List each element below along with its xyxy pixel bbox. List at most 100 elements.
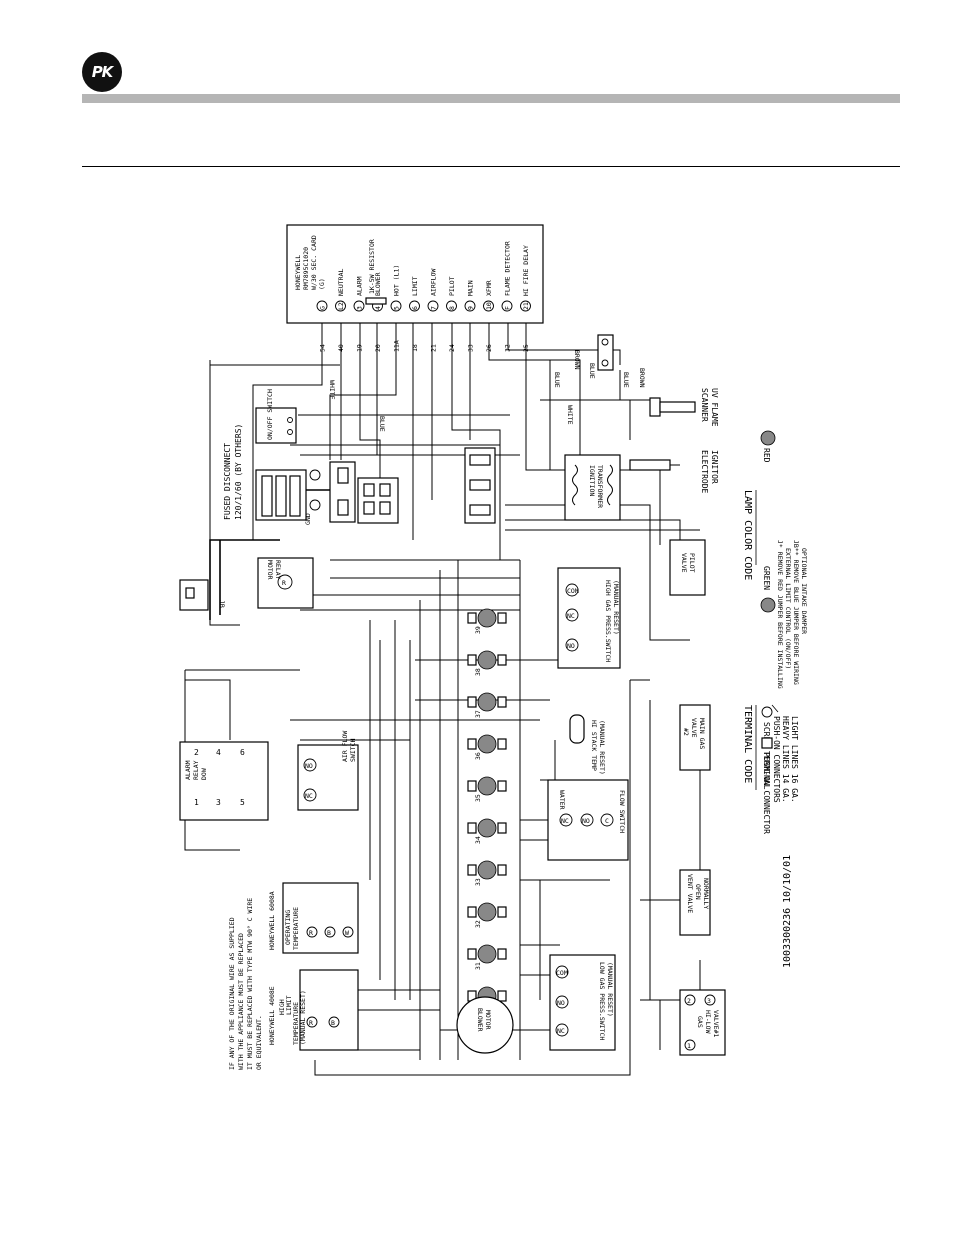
control-terminal-number: L2 <box>337 302 345 310</box>
indicator-lamp-icon <box>477 734 497 754</box>
svg-text:VENT VALVE: VENT VALVE <box>686 874 694 913</box>
uv-scanner-label: UV FLAME SCANNER <box>700 388 719 427</box>
control-terminal <box>483 300 494 312</box>
lamp-wire-number: 33 <box>474 878 482 886</box>
svg-text:BLOWER: BLOWER <box>476 1008 484 1032</box>
svg-text:TEMPERATURE: TEMPERATURE <box>292 1002 300 1045</box>
lamp-wire-number: 36 <box>474 752 482 760</box>
wire-number: 25 <box>522 344 530 352</box>
svg-text:NO: NO <box>567 642 575 650</box>
wire-number: 21 <box>430 344 438 352</box>
green-lamp-icon <box>760 597 776 613</box>
header-rule <box>82 166 900 167</box>
svg-text:OR EQUIVALENT.: OR EQUIVALENT. <box>255 1015 263 1070</box>
push-on-connector <box>497 738 507 750</box>
svg-text:J* REMOVE RED JUMPER BEFORE IN: J* REMOVE RED JUMPER BEFORE INSTALLING <box>776 540 784 689</box>
part-number: 1003300236 <box>782 908 793 968</box>
svg-text:LOW GAS PRESS.SWITCH: LOW GAS PRESS.SWITCH <box>598 962 606 1040</box>
resistor-label: 1K-5W RESISTOR <box>368 239 376 294</box>
push-on-connector <box>467 864 477 876</box>
push-on-connector <box>497 990 507 1002</box>
control-terminal-number: 8 <box>448 306 456 310</box>
control-terminal-number: 10 <box>485 302 493 310</box>
svg-text:FLOW SWITCH: FLOW SWITCH <box>618 790 626 833</box>
vent-valve: NORMALLY OPEN VENT VALVE <box>679 869 711 936</box>
push-on-connector <box>467 654 477 666</box>
wire-number: 40 <box>337 344 345 352</box>
push-on-connector <box>467 738 477 750</box>
svg-text:MOTOR: MOTOR <box>484 1010 492 1030</box>
svg-text:RELAY: RELAY <box>192 760 200 780</box>
svg-text:MOTOR: MOTOR <box>266 560 274 580</box>
control-terminal <box>446 300 457 312</box>
terminal-blocks <box>329 447 496 524</box>
wire-number: 19 <box>356 344 364 352</box>
air-flow-switch[interactable]: NO NC AIR FLOW SWITCH <box>297 731 359 811</box>
ignitor-electrode-label: IGNITOR ELECTRODE <box>700 450 719 494</box>
svg-text:4: 4 <box>216 748 221 757</box>
svg-text:GAS: GAS <box>696 1016 704 1028</box>
resistor <box>365 297 387 305</box>
svg-text:GREEN: GREEN <box>762 566 771 590</box>
water-flow-switch[interactable]: NC NO C WATER FLOW SWITCH <box>547 779 629 861</box>
svg-text:NC: NC <box>557 1027 565 1035</box>
svg-text:RED: RED <box>762 448 771 463</box>
wire-number: 26 <box>485 344 493 352</box>
svg-text:HIGH: HIGH <box>278 999 286 1015</box>
indicator-lamp-icon <box>477 692 497 712</box>
wire-number: 11A <box>393 340 401 352</box>
control-terminal-label: XFMR <box>485 280 493 296</box>
control-terminal <box>409 300 420 312</box>
svg-text:ELECTRODE: ELECTRODE <box>700 450 709 494</box>
svg-text:PILOT: PILOT <box>688 553 696 573</box>
control-terminal-label: BLOWER <box>374 272 382 296</box>
control-terminal-label: NEUTRAL <box>337 269 345 296</box>
svg-text:TEMPERATURE: TEMPERATURE <box>292 907 300 950</box>
svg-text:R: R <box>282 579 286 587</box>
control-terminal-number: 9 <box>467 306 475 310</box>
svg-text:2: 2 <box>194 748 199 757</box>
on-off-switch[interactable]: ON/OFF SWITCH <box>255 389 297 444</box>
svg-text:120/1/60 (BY OTHERS): 120/1/60 (BY OTHERS) <box>234 424 243 520</box>
svg-text:UV FLAME: UV FLAME <box>710 388 719 427</box>
svg-text:PUSH-ON CONNECTORS: PUSH-ON CONNECTORS <box>772 716 781 803</box>
svg-text:NC: NC <box>567 612 575 620</box>
header-bar <box>82 94 900 103</box>
wire-number: 18 <box>411 344 419 352</box>
svg-text:B: B <box>327 929 331 937</box>
control-terminal-label: HOT (L1) <box>393 265 401 296</box>
pilot-valve: PILOT VALVE <box>669 539 706 596</box>
push-on-connector <box>497 906 507 918</box>
svg-text:OPEN: OPEN <box>694 884 702 900</box>
svg-text:FUSED DISCONNECT: FUSED DISCONNECT <box>223 443 232 520</box>
control-terminal-label: LIMIT <box>411 276 419 296</box>
wire-number: 32 <box>504 344 512 352</box>
terminal-code-legend: TERMINAL CODE SCREW TERMINAL PUSH-ON CON… <box>742 704 799 834</box>
svg-text:HI-LOW: HI-LOW <box>704 1010 712 1034</box>
indicator-lamp-icon <box>477 902 497 922</box>
push-on-connector <box>467 696 477 708</box>
low-gas-pressure-switch[interactable]: COM NO NC LOW GAS PRESS.SWITCH (MANUAL R… <box>549 954 616 1051</box>
high-gas-pressure-switch[interactable]: COM NC NO HIGH GAS PRESS.SWITCH (MANUAL … <box>557 567 621 669</box>
control-terminal <box>316 300 328 312</box>
svg-text:PUSH-ON CONNECTOR: PUSH-ON CONNECTOR <box>762 752 771 834</box>
svg-text:EXTERNAL LIMIT CONTROL (ON/OFF: EXTERNAL LIMIT CONTROL (ON/OFF) <box>784 548 792 669</box>
svg-text:B: B <box>331 1019 335 1027</box>
push-on-connector <box>467 780 477 792</box>
uv-scanner-terminals: BROWN BLUE BLUE BLUE BROWN WHITE WHITE B… <box>328 334 719 432</box>
svg-text:COM: COM <box>556 969 568 977</box>
push-on-connector <box>497 864 507 876</box>
gnd-label: GND <box>304 513 312 525</box>
svg-text:1: 1 <box>194 798 199 807</box>
svg-text:(MANUAL RESET): (MANUAL RESET) <box>598 720 606 775</box>
wire-number: 54 <box>319 344 327 352</box>
brown-label-1: BROWN <box>573 350 581 370</box>
push-on-connector <box>467 948 477 960</box>
blower-motor: BLOWER MOTOR <box>456 996 514 1054</box>
wire-number: 20 <box>374 344 382 352</box>
lamp-wire-number: 38 <box>474 668 482 676</box>
